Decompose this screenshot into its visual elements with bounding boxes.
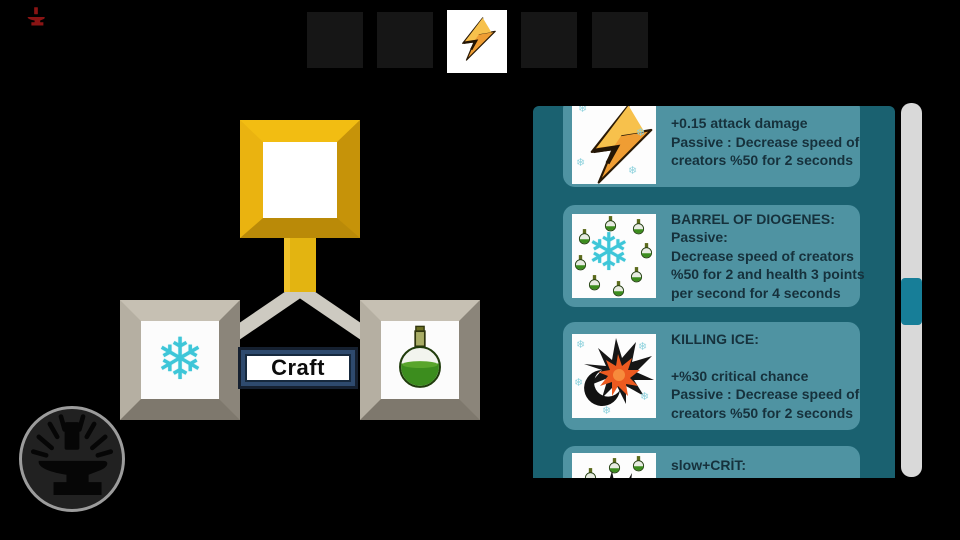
recipe-line: KILLING ICE: [671,330,759,347]
craft-ingredient-slot-potion[interactable] [360,300,480,420]
recipe-line: Passive: [671,229,728,246]
potion-crit-icon [572,453,656,478]
anvil-icon [30,414,114,495]
snowflake-icon: ❄ [155,327,205,392]
inventory-slot-4[interactable] [521,12,577,68]
recipe-entry-text: +0.15 attack damage Passive : Decrease s… [671,106,860,187]
recipe-line [671,348,857,367]
inventory-slot-3-selected[interactable] [447,10,507,73]
craft-button[interactable]: Craft [238,347,358,389]
recipe-entry-text: KILLING ICE: +%30 critical chance Passiv… [671,322,860,430]
mini-snowflake-icon: ❄ [628,165,638,177]
svg-text:❄: ❄ [640,391,649,403]
inventory-slot-2[interactable] [377,12,433,68]
recipe-entry-killing-ice[interactable]: ❄ ❄ ❄ ❄ ❄ KILLING ICE: +%30 critical cha… [563,322,860,430]
recipe-entry-barrel-of-diogenes[interactable]: ❄ BARREL OF DIOGENES: Passive: Decrease … [563,205,865,307]
snowflake-icon: ❄ [587,224,631,282]
forge-badge[interactable] [19,406,125,512]
recipe-entry-slow-crit[interactable]: slow+CRİT: [563,446,860,478]
recipe-entry-text: slow+CRİT: [671,446,857,478]
red-anvil-icon [27,7,45,26]
recipe-line: %50 for 2 and health 3 points [671,266,865,283]
recipe-line: slow+CRİT: [671,457,747,473]
recipe-line: +%30 critical chance [671,367,809,384]
recipe-line: Passive : Decrease speed of [671,386,860,403]
recipe-line: Decrease speed of creators [671,247,854,264]
mini-snowflake-icon: ❄ [576,157,586,169]
recipe-line: creators %50 for 2 seconds [671,404,854,421]
potion-icon [387,325,453,396]
svg-text:❄: ❄ [576,339,585,351]
frost-potion-icon: ❄ [572,214,656,298]
bomb-frost-icon: ❄ ❄ ❄ ❄ ❄ [572,334,656,418]
inventory-slot-5[interactable] [592,12,648,68]
recipe-line: per second for 4 seconds [671,284,841,301]
recipe-list-panel[interactable]: ❄ ❄ ❄ ❄ +0.15 attack damage Passive : De… [533,106,895,478]
svg-text:❄: ❄ [574,377,583,389]
svg-text:❄: ❄ [602,405,611,417]
inventory-slot-1[interactable] [307,12,363,68]
svg-text:❄: ❄ [638,341,647,353]
recipe-line: Passive : Decrease speed of [671,133,860,150]
lightning-frost-icon: ❄ ❄ ❄ ❄ [572,106,656,184]
craft-ingredient-slot-snowflake[interactable]: ❄ [120,300,240,420]
recipe-line: +0.15 attack damage [671,115,808,132]
craft-result-slot[interactable] [240,120,360,238]
panel-scrollbar-thumb[interactable] [901,278,922,325]
mini-snowflake-icon: ❄ [578,106,588,115]
craft-button-label: Craft [271,355,325,380]
mini-snowflake-icon: ❄ [636,127,646,139]
recipe-line: BARREL OF DIOGENES: [671,210,835,227]
recipe-line: creators %50 for 2 seconds [671,152,854,169]
recipe-entry-text: BARREL OF DIOGENES: Passive: Decrease sp… [671,205,865,307]
recipe-entry-attack-damage[interactable]: ❄ ❄ ❄ ❄ +0.15 attack damage Passive : De… [563,106,860,187]
panel-scrollbar-track[interactable] [901,103,922,477]
lightning-icon [454,16,500,67]
